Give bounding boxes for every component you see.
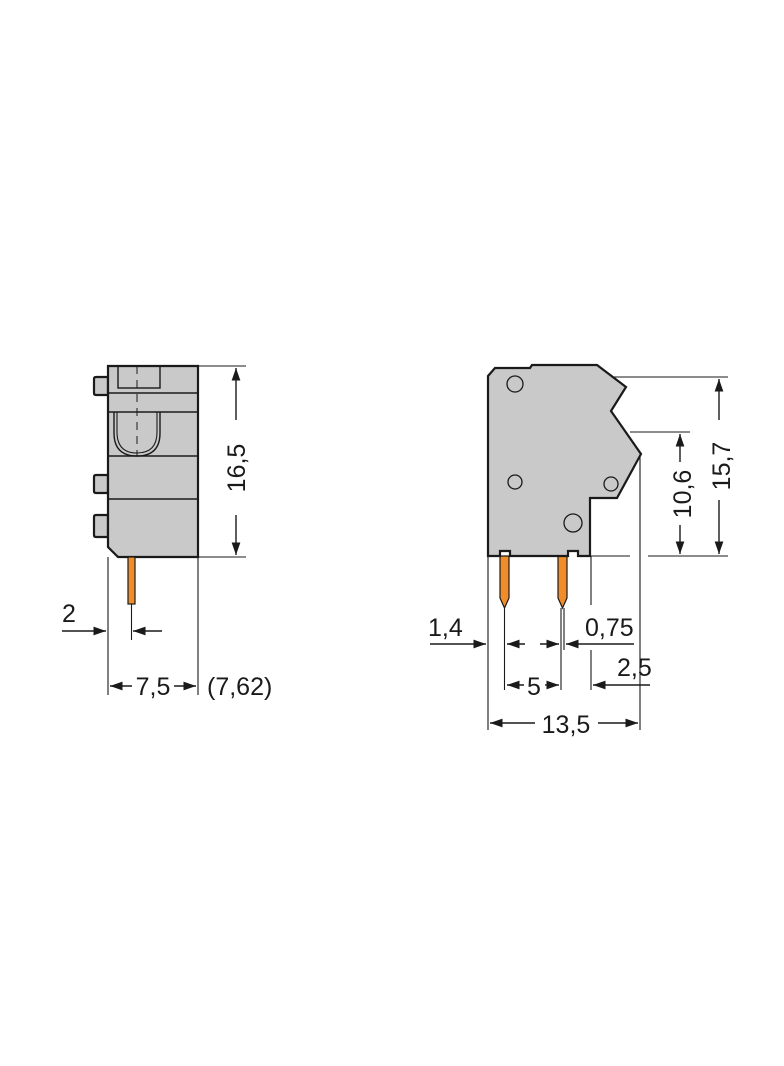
front-height-partial-label: 10,6	[669, 470, 697, 519]
front-pin-right	[557, 555, 568, 610]
side-pitch-alt-label: (7,62)	[207, 673, 272, 701]
front-pin-spacing-label: 5	[527, 673, 541, 701]
side-body	[106, 364, 200, 559]
front-view: 15,7 10,6 1,4 0,75 5 2,5 13,5	[428, 363, 736, 739]
front-hole-1	[506, 375, 524, 393]
side-window	[117, 365, 161, 389]
side-width-label: 7,5	[136, 673, 171, 701]
side-pin-offset-label: 2	[62, 600, 76, 628]
front-hole-2	[507, 474, 523, 490]
side-view: 16,5 2 7,5 (7,62)	[62, 364, 272, 701]
front-rear-offset-label: 2,5	[617, 654, 652, 682]
front-hole-3	[603, 476, 619, 492]
front-pin-left	[499, 555, 510, 610]
front-width-total-label: 13,5	[542, 711, 591, 739]
side-lug-top	[92, 375, 110, 397]
side-lug-middle	[92, 473, 110, 495]
front-pin-width-label: 0,75	[585, 614, 634, 642]
front-pin-edge-offset-label: 1,4	[428, 614, 463, 642]
front-height-total-label: 15,7	[708, 442, 736, 491]
side-height-label: 16,5	[223, 444, 251, 493]
front-hole-4	[563, 513, 583, 533]
side-lug-bottom	[92, 513, 110, 539]
side-pin	[127, 556, 136, 605]
